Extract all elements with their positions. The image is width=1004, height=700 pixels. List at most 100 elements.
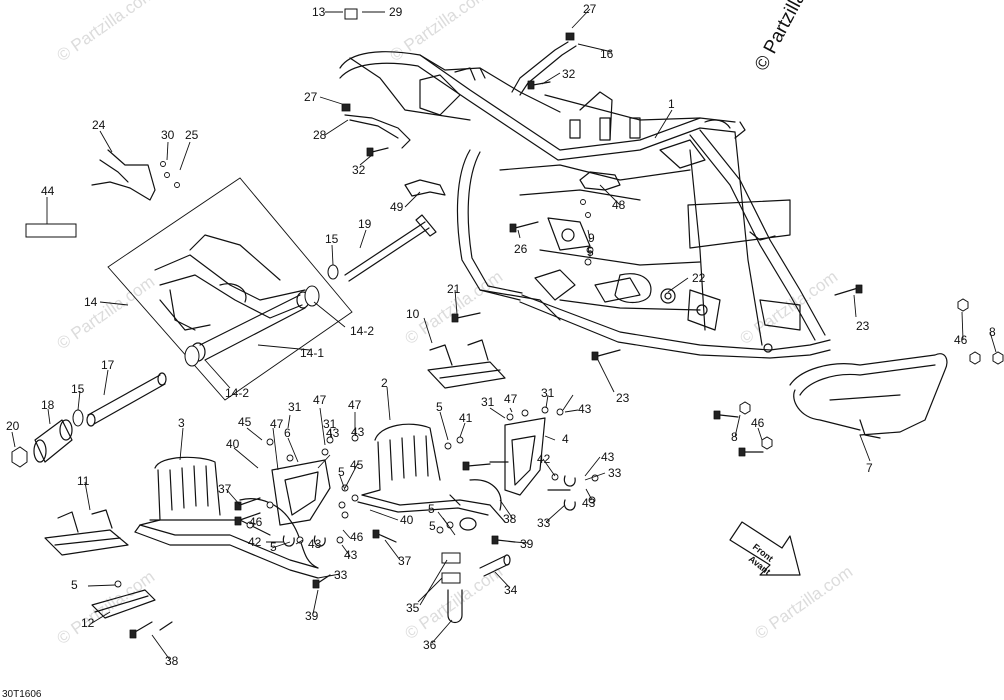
heel-guard-left xyxy=(271,459,331,526)
watermark: © Partzilla.com xyxy=(53,272,158,353)
callout: 27 xyxy=(583,2,597,16)
callout: 10 xyxy=(406,307,420,321)
heel-guard-right xyxy=(504,417,546,496)
callout: 14-2 xyxy=(225,386,249,400)
callout: 32 xyxy=(352,163,366,177)
callout: 30 xyxy=(161,128,175,142)
rear-bumper xyxy=(789,353,948,439)
callout: 20 xyxy=(6,419,20,433)
nut xyxy=(11,446,28,468)
callout: 47 xyxy=(313,393,327,407)
callout: 18 xyxy=(41,398,55,412)
callout: 43 xyxy=(601,450,615,464)
callout: 31 xyxy=(541,386,555,400)
callout: 5 xyxy=(436,400,443,414)
label-plate xyxy=(25,223,77,238)
main-frame xyxy=(339,51,831,359)
footpeg-10 xyxy=(427,339,506,389)
callout: 29 xyxy=(389,5,403,19)
callout: 43 xyxy=(351,425,365,439)
bolts xyxy=(114,80,1004,639)
callout: 31 xyxy=(481,395,495,409)
callout: 5 xyxy=(270,540,277,554)
callout: 46 xyxy=(249,515,263,529)
callout: 40 xyxy=(400,513,414,527)
callout: 46 xyxy=(751,416,765,430)
callout: 37 xyxy=(218,482,232,496)
callout: 45 xyxy=(238,415,252,429)
callout: 37 xyxy=(398,554,412,568)
leader-lines xyxy=(11,8,997,661)
callout: 14 xyxy=(84,295,98,309)
callout: 31 xyxy=(288,400,302,414)
callout: 43 xyxy=(344,548,358,562)
callout: 43 xyxy=(582,496,596,510)
callout: 23 xyxy=(856,319,870,333)
watermark: © Partzilla.com xyxy=(53,567,158,648)
bracket-28 xyxy=(344,114,411,149)
callout: 6 xyxy=(284,426,291,440)
peg-bracket-12 xyxy=(91,589,156,619)
callout: 14-1 xyxy=(300,346,324,360)
bushing-18 xyxy=(33,419,73,463)
callout: 2 xyxy=(381,376,388,390)
callout: 48 xyxy=(612,198,626,212)
callout: 1 xyxy=(668,97,675,111)
callout: 32 xyxy=(562,67,576,81)
callout: 13 xyxy=(312,5,326,19)
callout: 40 xyxy=(226,437,240,451)
bushing xyxy=(184,345,200,367)
callout: 43 xyxy=(326,426,340,440)
callout: 46 xyxy=(350,530,364,544)
callout: 45 xyxy=(350,458,364,472)
callout: 38 xyxy=(165,654,179,668)
spacer-34 xyxy=(479,554,511,577)
callout: 47 xyxy=(348,398,362,412)
callout: 47 xyxy=(270,417,284,431)
watermark: © Partzilla.com xyxy=(736,267,841,348)
callout: 11 xyxy=(77,474,90,488)
callout: 15 xyxy=(325,232,339,246)
footpeg-11 xyxy=(44,509,129,556)
callout: 47 xyxy=(504,392,518,406)
callout: 33 xyxy=(608,466,622,480)
callout: 5 xyxy=(338,465,345,479)
callout: 43 xyxy=(308,537,322,551)
callout: 19 xyxy=(358,217,372,231)
callout: 5 xyxy=(71,578,78,592)
callout: 28 xyxy=(313,128,327,142)
callout: 4 xyxy=(562,432,569,446)
clip-42 xyxy=(282,535,295,547)
callout: 36 xyxy=(423,638,437,652)
clip xyxy=(344,8,358,20)
bushing xyxy=(304,285,320,307)
u-bolt xyxy=(447,589,463,624)
callout: 44 xyxy=(41,184,55,198)
callouts: 13 29 27 16 32 27 1 28 24 30 25 32 44 49… xyxy=(6,2,996,668)
heel-guard-inner xyxy=(284,471,319,516)
callout: 22 xyxy=(692,271,706,285)
bracket-24 xyxy=(91,149,156,201)
callout: 49 xyxy=(390,200,404,214)
bracket-48 xyxy=(579,171,621,191)
callout: 46 xyxy=(954,333,968,347)
callout: 26 xyxy=(514,242,528,256)
cap xyxy=(341,103,351,112)
callout: 5 xyxy=(428,502,435,516)
callout: 35 xyxy=(406,601,420,615)
callout: 5 xyxy=(429,519,436,533)
callout: 21 xyxy=(447,282,461,296)
callout: 7 xyxy=(866,461,873,475)
cap xyxy=(565,32,575,41)
footrest-left xyxy=(134,456,319,579)
callout: 34 xyxy=(504,583,518,597)
callout: 43 xyxy=(578,402,592,416)
clamp xyxy=(441,552,461,564)
callout: 41 xyxy=(459,411,473,425)
callout: 14-2 xyxy=(350,324,374,338)
clip-42 xyxy=(563,499,576,511)
callout: 8 xyxy=(989,325,996,339)
callout: 33 xyxy=(537,516,551,530)
swingarm xyxy=(154,234,310,362)
